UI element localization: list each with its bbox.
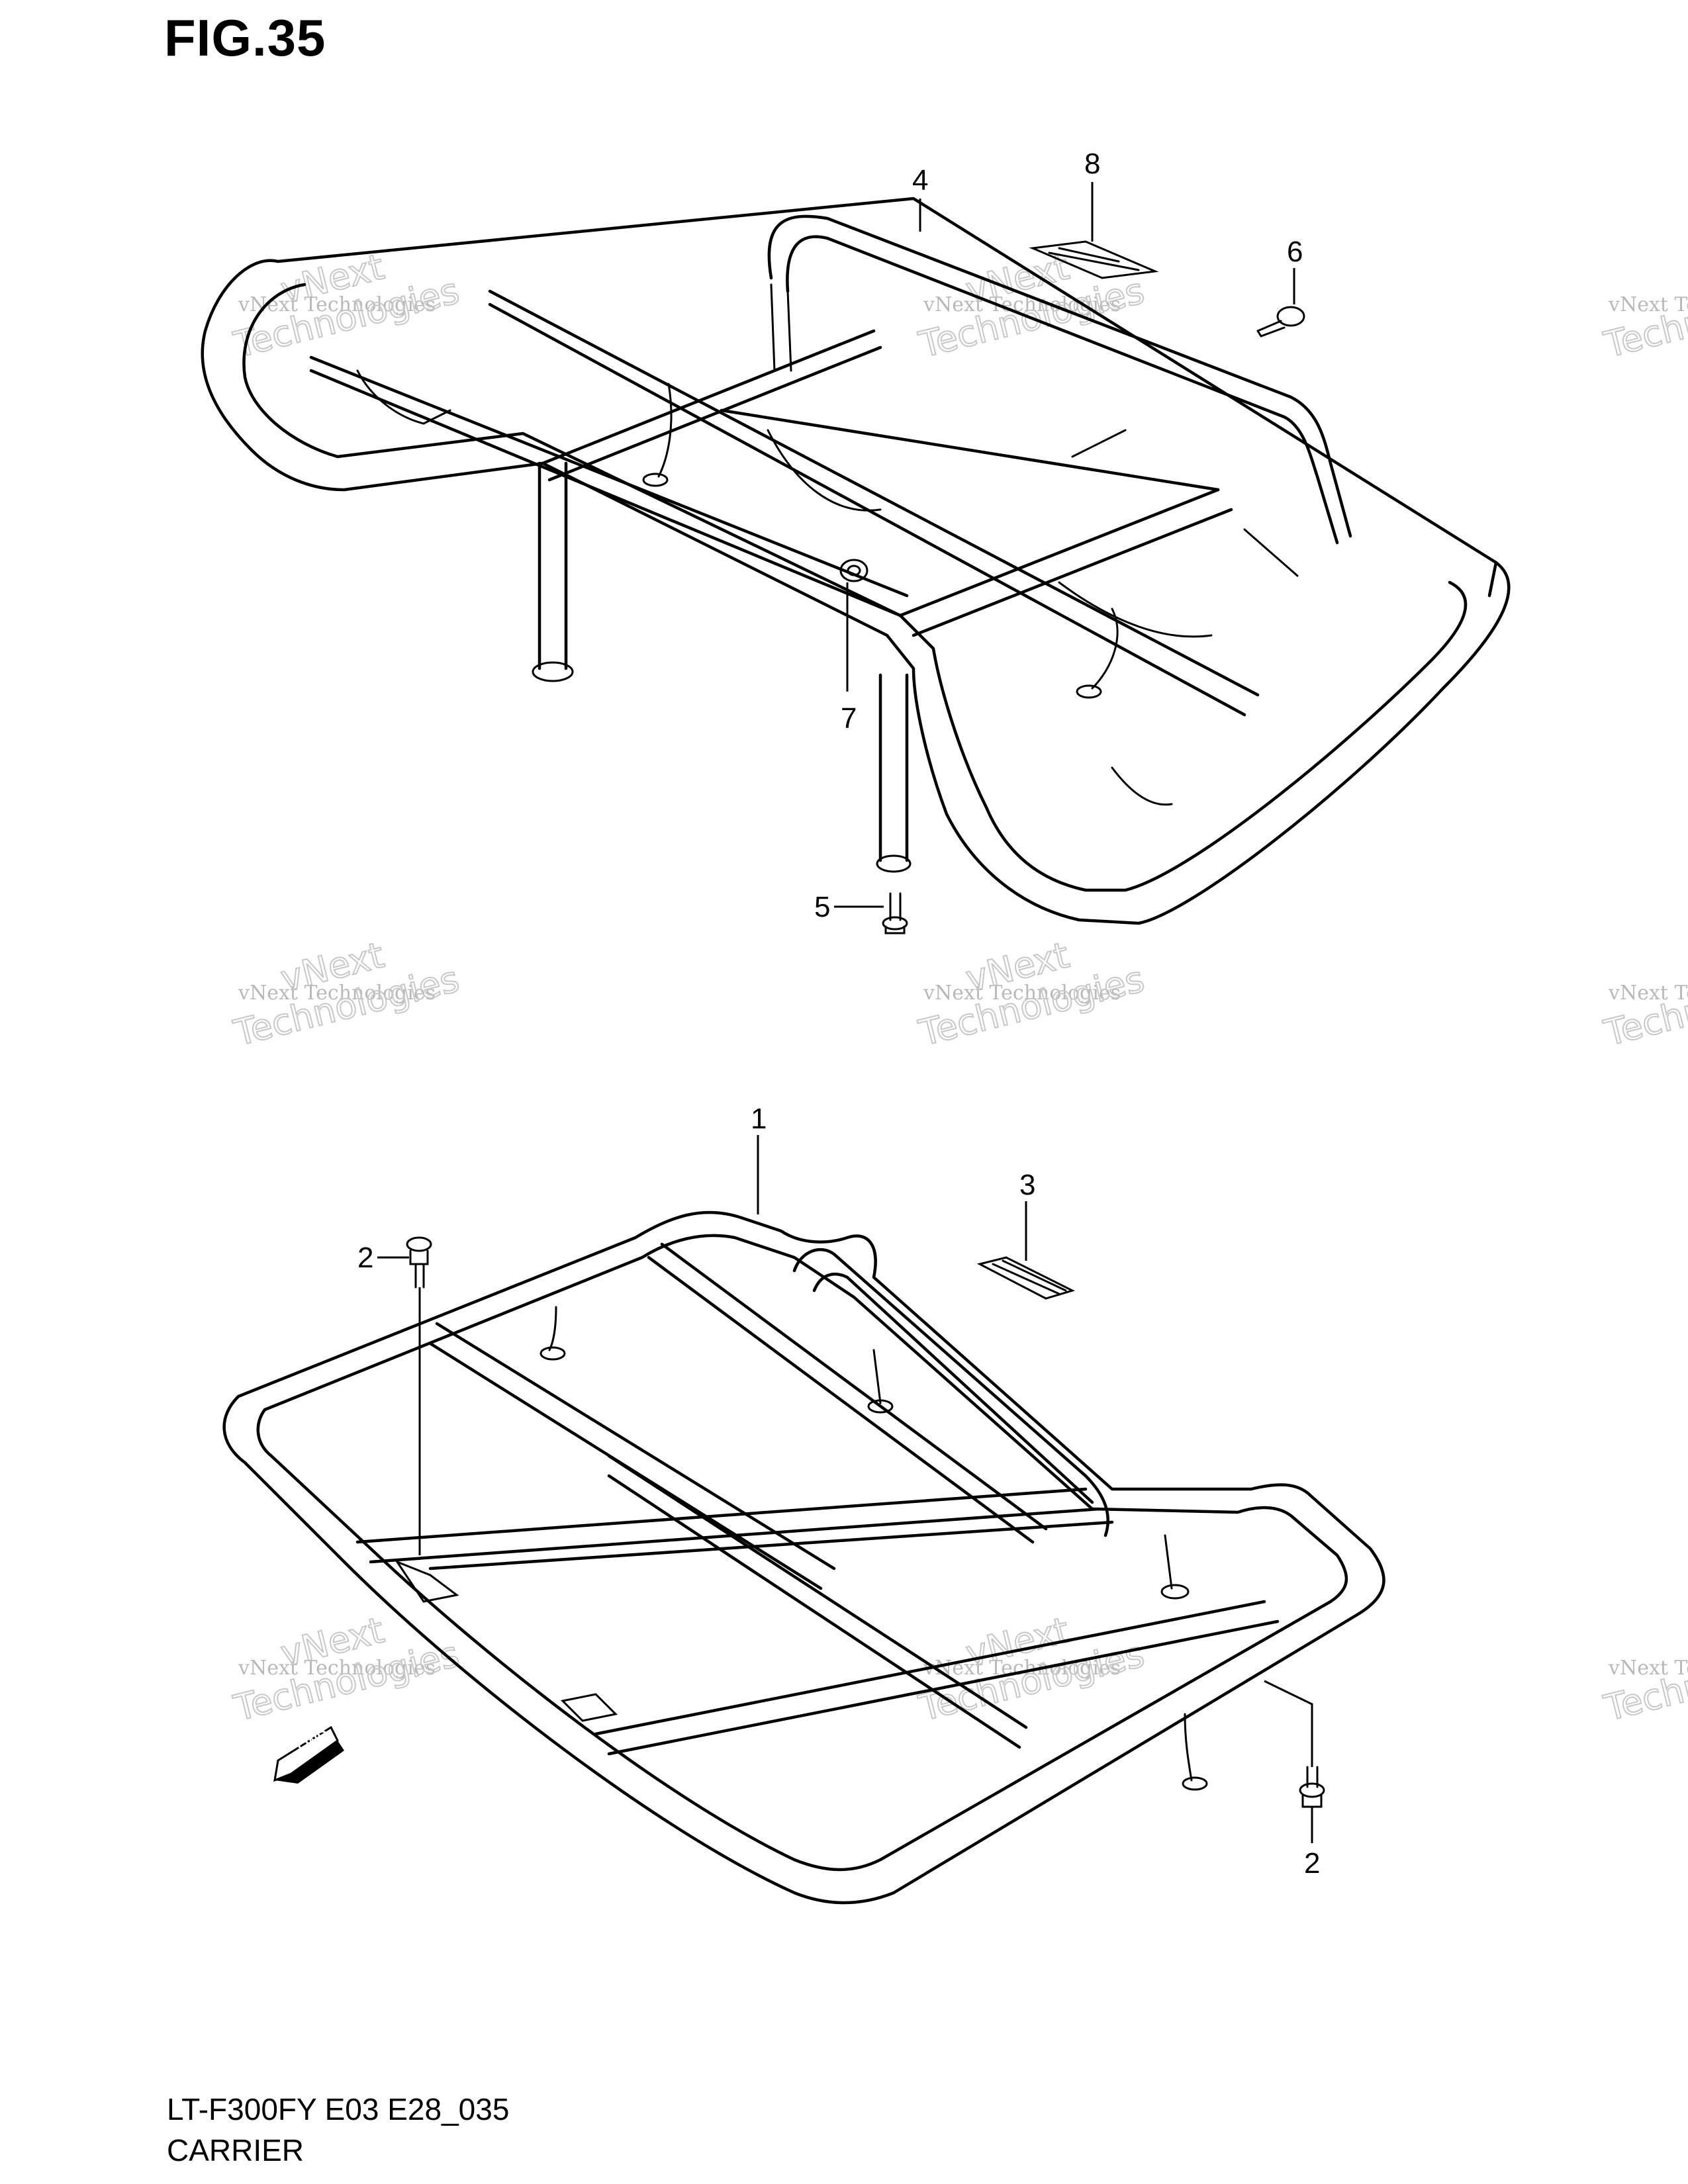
bolt-part-5 [882, 892, 908, 934]
footer-model-code: LT-F300FY E03 E28_035 [167, 2092, 510, 2126]
pad-part-8 [1029, 240, 1159, 279]
watermark-text: vNext Technologies [1608, 981, 1688, 1005]
watermark-text: Technologies [1600, 1633, 1688, 1729]
bolt-part-2-upper [406, 1236, 432, 1289]
pad-part-3 [976, 1256, 1076, 1300]
callout-6: 6 [1287, 236, 1303, 268]
watermark-text: vNext Technologies [923, 293, 1121, 316]
bolt-part-2-lower [1299, 1766, 1325, 1808]
bolt-part-6 [1256, 306, 1305, 338]
watermark-text: vNext Technologies [1608, 1657, 1688, 1680]
watermark-text: vNext Technologies [238, 293, 436, 316]
figure-title: FIG.35 [164, 9, 326, 67]
callout-3: 3 [1019, 1169, 1035, 1201]
watermark-text: vNext Technologies [238, 981, 436, 1005]
callout-2-upper: 2 [357, 1242, 373, 1274]
callout-2-lower: 2 [1304, 1847, 1320, 1880]
watermark-group: vNext Technologies Technologies vNext vN… [229, 245, 1688, 1730]
watermark-text: Technologies [1600, 958, 1688, 1054]
watermark-text: Technologies [1600, 270, 1688, 366]
fwd-arrow-icon: FWD [273, 1726, 344, 1784]
watermark-text: vNext Technologies [923, 981, 1121, 1005]
callout-1: 1 [751, 1103, 767, 1135]
footer-assembly-name: CARRIER [167, 2133, 305, 2167]
callout-8: 8 [1084, 148, 1100, 180]
callout-7: 7 [841, 702, 857, 735]
callout-4: 4 [912, 164, 928, 197]
callout-labels: 4 8 6 7 5 1 3 2 2 [357, 148, 1320, 1880]
rear-carrier-frame [201, 197, 1511, 925]
watermark-text: vNext Technologies [1608, 293, 1688, 316]
leader-lines-top [834, 182, 1295, 908]
nut-part-7 [839, 559, 868, 582]
front-carrier-frame [222, 1210, 1385, 1905]
leader-lines-bottom [377, 1135, 1313, 1843]
watermark-text: vNext Technologies [238, 1657, 436, 1680]
callout-5: 5 [814, 891, 830, 923]
